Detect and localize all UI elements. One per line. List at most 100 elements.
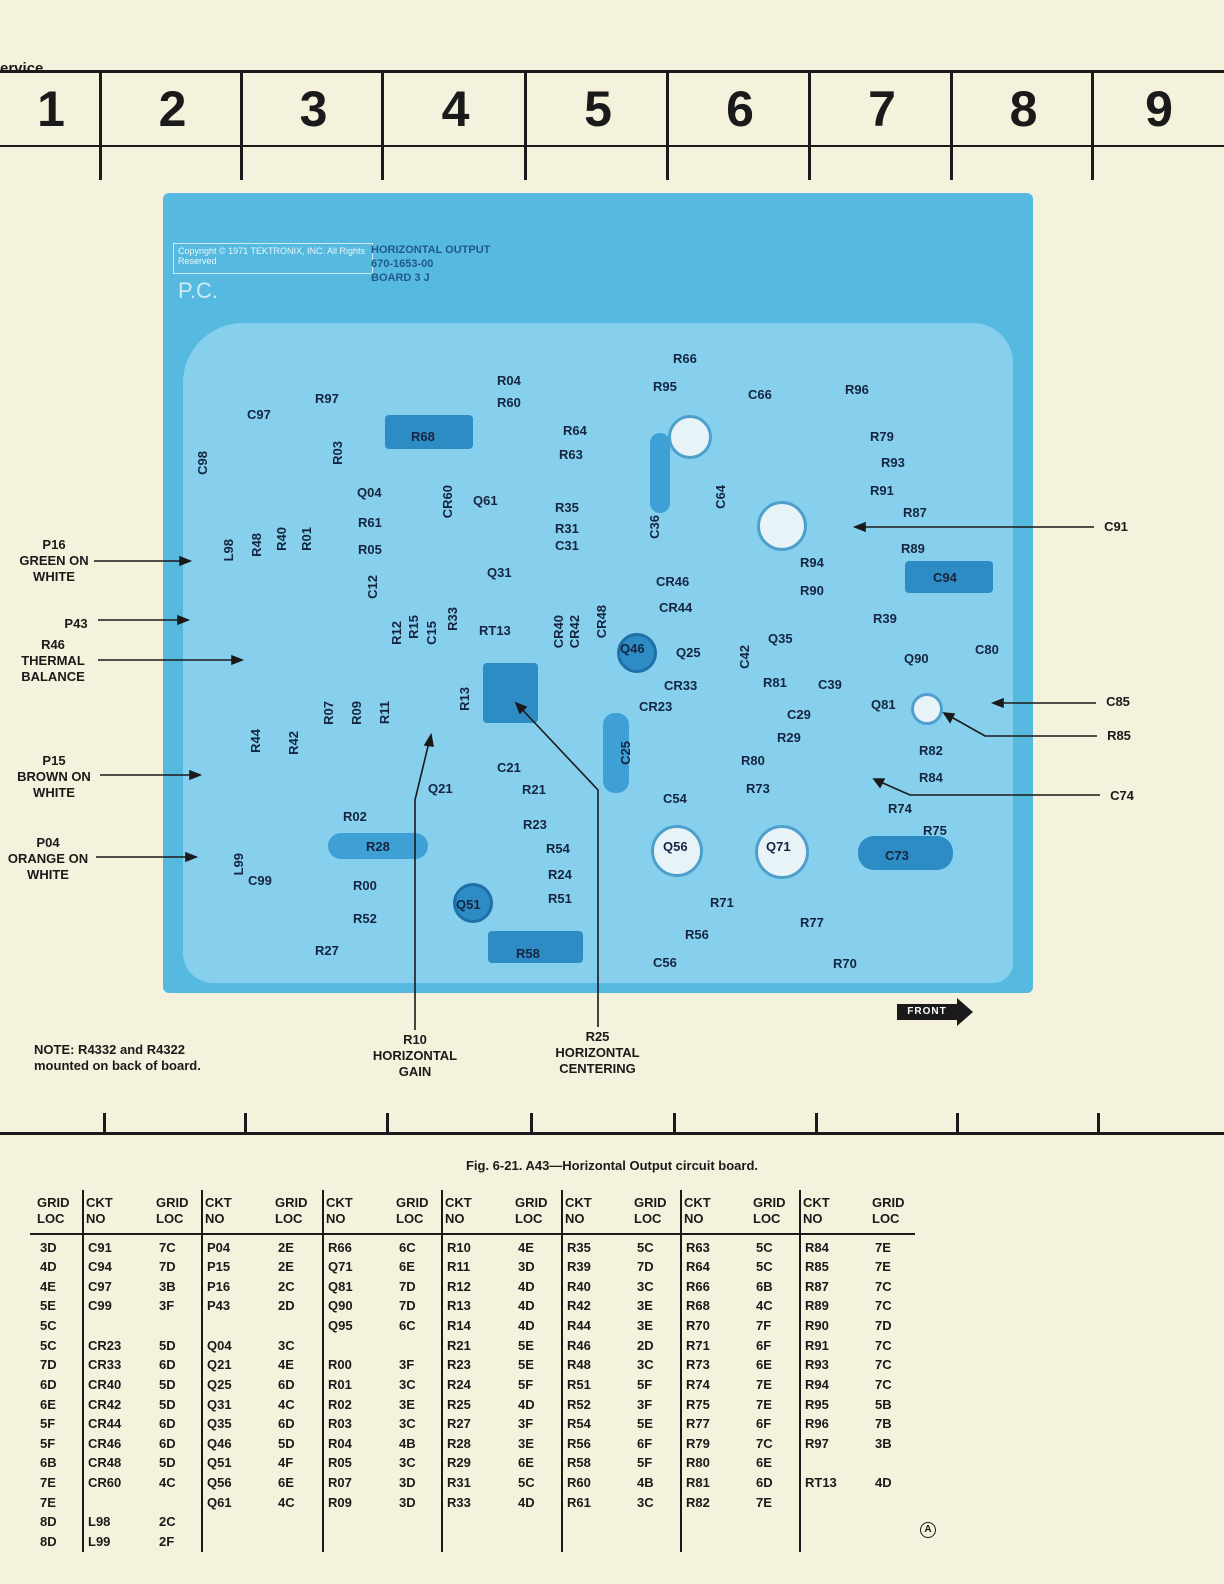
table-cell-grid-loc: 5F (40, 1436, 56, 1451)
table-cell-ckt-no: R79 (686, 1436, 710, 1451)
table-cell-grid-loc: 5E (637, 1416, 653, 1431)
table-cell-ckt-no: R40 (567, 1279, 591, 1294)
table-cell-grid-loc: 4D (40, 1259, 57, 1274)
table-cell-ckt-no: R77 (686, 1416, 710, 1431)
table-column-divider (799, 1190, 801, 1552)
callout-c74: C74 (1110, 788, 1134, 803)
table-header-loc: LOC (753, 1211, 781, 1226)
table-cell-ckt-no: Q61 (207, 1495, 232, 1510)
table-cell-grid-loc: 4C (278, 1495, 295, 1510)
table-cell-ckt-no: R33 (447, 1495, 471, 1510)
grid-column-1: 1 (0, 70, 102, 180)
table-cell-ckt-no: R73 (686, 1357, 710, 1372)
table-header-grid: GRID (872, 1195, 905, 1210)
table-cell-grid-loc: 6C (399, 1240, 416, 1255)
table-cell-grid-loc: 6F (756, 1416, 772, 1431)
table-column-divider (82, 1190, 84, 1552)
table-cell-ckt-no: R96 (805, 1416, 829, 1431)
table-cell-grid-loc: 6E (278, 1475, 294, 1490)
table-cell-ckt-no: RT13 (805, 1475, 837, 1490)
table-cell-ckt-no: R23 (447, 1357, 471, 1372)
table-cell-ckt-no: R68 (686, 1298, 710, 1313)
table-cell-grid-loc: 5B (875, 1397, 892, 1412)
table-header-grid: GRID (515, 1195, 548, 1210)
board-title: HORIZONTAL OUTPUT 670-1653-00 BOARD 3 J (371, 244, 491, 284)
table-cell-grid-loc: 5C (518, 1475, 535, 1490)
table-cell-ckt-no: R74 (686, 1377, 710, 1392)
table-cell-ckt-no: CR44 (88, 1416, 122, 1431)
table-cell-grid-loc: 3B (159, 1279, 176, 1294)
table-header-grid: GRID (396, 1195, 429, 1210)
table-cell-ckt-no: R90 (805, 1318, 829, 1333)
grid-band: 1 2 3 4 5 6 7 8 9 (0, 70, 1224, 180)
table-cell-ckt-no: R63 (686, 1240, 710, 1255)
table-header-grid: GRID (753, 1195, 786, 1210)
table-header-rule (30, 1233, 915, 1235)
table-cell-grid-loc: 5F (637, 1455, 653, 1470)
table-cell-ckt-no: R01 (328, 1377, 352, 1392)
table-cell-ckt-no: R89 (805, 1298, 829, 1313)
table-cell-grid-loc: 5E (518, 1357, 534, 1372)
table-header-grid: GRID (634, 1195, 667, 1210)
table-cell-ckt-no: R13 (447, 1298, 471, 1313)
table-header-loc: LOC (634, 1211, 662, 1226)
table-cell-ckt-no: R87 (805, 1279, 829, 1294)
table-cell-grid-loc: 2D (278, 1298, 295, 1313)
table-cell-grid-loc: 4E (518, 1240, 534, 1255)
table-header-no: NO (86, 1211, 106, 1226)
table-cell-grid-loc: 7C (875, 1279, 892, 1294)
table-cell-ckt-no: P16 (207, 1279, 231, 1294)
table-cell-ckt-no: CR23 (88, 1338, 122, 1353)
table-cell-ckt-no: R61 (567, 1495, 591, 1510)
table-header-no: NO (326, 1211, 346, 1226)
table-cell-grid-loc: 3E (637, 1318, 653, 1333)
table-cell-grid-loc: 7C (159, 1240, 176, 1255)
table-column-divider (561, 1190, 563, 1552)
front-arrow-label: FRONT (897, 1004, 957, 1020)
table-cell-grid-loc: 5D (159, 1377, 176, 1392)
table-cell-grid-loc: 3C (637, 1495, 654, 1510)
figure-caption: Fig. 6-21. A43—Horizontal Output circuit… (465, 1158, 759, 1173)
table-header-no: NO (205, 1211, 225, 1226)
table-cell-grid-loc: 7C (756, 1436, 773, 1451)
table-cell-grid-loc: 5D (278, 1436, 295, 1451)
table-cell-grid-loc: 2C (159, 1514, 176, 1529)
callout-p43: P43 (64, 616, 88, 631)
table-cell-grid-loc: 3C (278, 1338, 295, 1353)
board-pc-mark: P.C. (178, 278, 218, 303)
table-cell-ckt-no: R00 (328, 1357, 352, 1372)
table-cell-grid-loc: 4E (40, 1279, 56, 1294)
table-cell-grid-loc: 8D (40, 1534, 57, 1549)
table-cell-ckt-no: R21 (447, 1338, 471, 1353)
table-cell-grid-loc: 3C (399, 1416, 416, 1431)
table-cell-grid-loc: 4D (518, 1298, 535, 1313)
table-cell-ckt-no: R03 (328, 1416, 352, 1431)
table-header-ckt: CKT (684, 1195, 711, 1210)
table-header-ckt: CKT (326, 1195, 353, 1210)
table-cell-ckt-no: R97 (805, 1436, 829, 1451)
table-cell-grid-loc: 5C (40, 1338, 57, 1353)
bottom-grid-rule (0, 1132, 1224, 1135)
table-cell-grid-loc: 5F (518, 1377, 534, 1392)
table-cell-grid-loc: 2F (159, 1534, 175, 1549)
table-cell-grid-loc: 3F (159, 1298, 175, 1313)
table-cell-ckt-no: R44 (567, 1318, 591, 1333)
table-cell-grid-loc: 5C (756, 1259, 773, 1274)
table-cell-grid-loc: 3C (399, 1455, 416, 1470)
table-column-divider (441, 1190, 443, 1552)
grid-column-6: 6 (669, 70, 811, 180)
table-column-divider (680, 1190, 682, 1552)
table-cell-grid-loc: 5E (40, 1298, 56, 1313)
table-cell-ckt-no: R70 (686, 1318, 710, 1333)
table-cell-grid-loc: 3D (399, 1495, 416, 1510)
table-cell-grid-loc: 3D (518, 1259, 535, 1274)
table-cell-ckt-no: C97 (88, 1279, 112, 1294)
transistor-q51 (453, 883, 493, 923)
table-cell-ckt-no: R24 (447, 1377, 471, 1392)
table-cell-ckt-no: R04 (328, 1436, 352, 1451)
table-cell-ckt-no: R35 (567, 1240, 591, 1255)
table-cell-grid-loc: 4D (518, 1279, 535, 1294)
grid-column-2: 2 (102, 70, 243, 180)
